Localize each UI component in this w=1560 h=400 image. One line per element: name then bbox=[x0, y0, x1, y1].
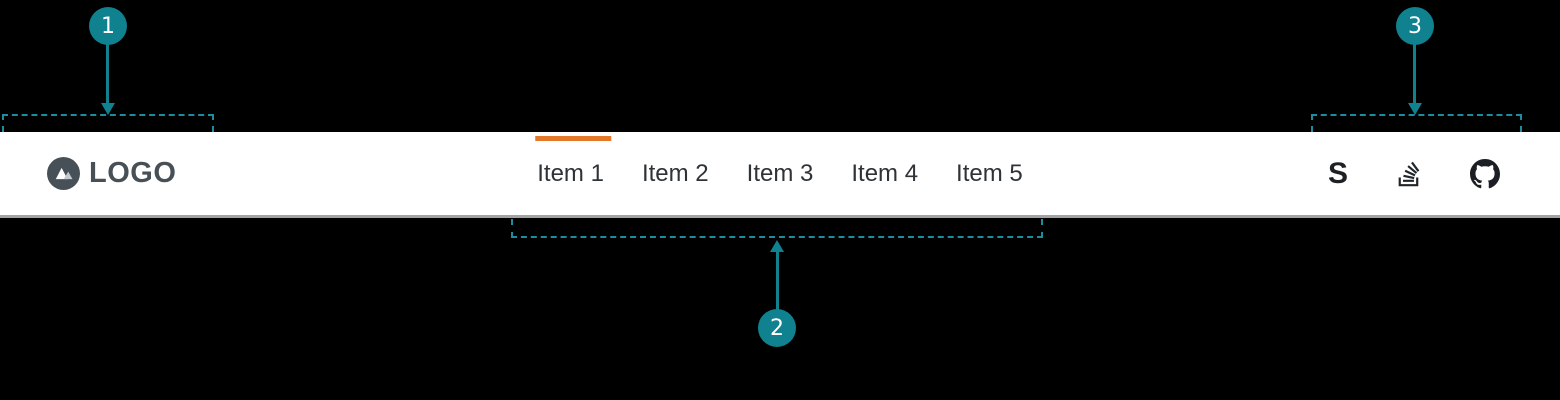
main-nav: Item 1 Item 2 Item 3 Item 4 Item 5 bbox=[535, 132, 1023, 215]
stack-overflow-glyph bbox=[1398, 161, 1420, 186]
mountain-logo-icon bbox=[47, 157, 80, 190]
social-nav: S bbox=[1328, 132, 1500, 215]
logo[interactable]: LOGO bbox=[47, 132, 176, 215]
annotation-region-logo bbox=[2, 114, 214, 132]
logo-text: LOGO bbox=[89, 157, 177, 189]
nav-item-label: Item 5 bbox=[956, 159, 1023, 187]
annotation-badge-3: 3 bbox=[1396, 7, 1434, 45]
stack-exchange-icon[interactable]: S bbox=[1327, 156, 1348, 190]
navbar: LOGO Item 1 Item 2 Item 3 Item 4 Item 5 … bbox=[0, 132, 1560, 218]
annotation-arrow-2-line bbox=[776, 251, 779, 310]
nav-item-label: Item 2 bbox=[641, 159, 709, 187]
annotation-arrow-1-line bbox=[106, 44, 109, 104]
annotation-badge-2: 2 bbox=[758, 309, 796, 347]
nav-item-label: Item 1 bbox=[537, 159, 604, 187]
annotation-arrow-1-head bbox=[101, 103, 115, 115]
github-icon[interactable] bbox=[1470, 158, 1500, 189]
annotation-arrow-3-line bbox=[1413, 44, 1416, 104]
nav-item-3[interactable]: Item 3 bbox=[747, 132, 814, 215]
stack-overflow-icon[interactable] bbox=[1398, 160, 1420, 188]
nav-item-label: Item 3 bbox=[746, 159, 814, 187]
github-glyph bbox=[1470, 158, 1500, 188]
nav-item-1[interactable]: Item 1 bbox=[535, 132, 612, 215]
nav-item-label: Item 4 bbox=[851, 159, 919, 187]
nav-item-4[interactable]: Item 4 bbox=[851, 132, 918, 215]
nav-item-5[interactable]: Item 5 bbox=[956, 132, 1023, 215]
annotation-region-nav-items bbox=[511, 219, 1043, 238]
nav-item-2[interactable]: Item 2 bbox=[642, 132, 709, 215]
annotation-arrow-3-head bbox=[1408, 103, 1422, 115]
annotation-arrow-2-head bbox=[770, 240, 784, 252]
active-tab-indicator bbox=[535, 136, 612, 141]
annotation-region-social bbox=[1311, 114, 1522, 132]
annotation-badge-1: 1 bbox=[89, 7, 127, 45]
